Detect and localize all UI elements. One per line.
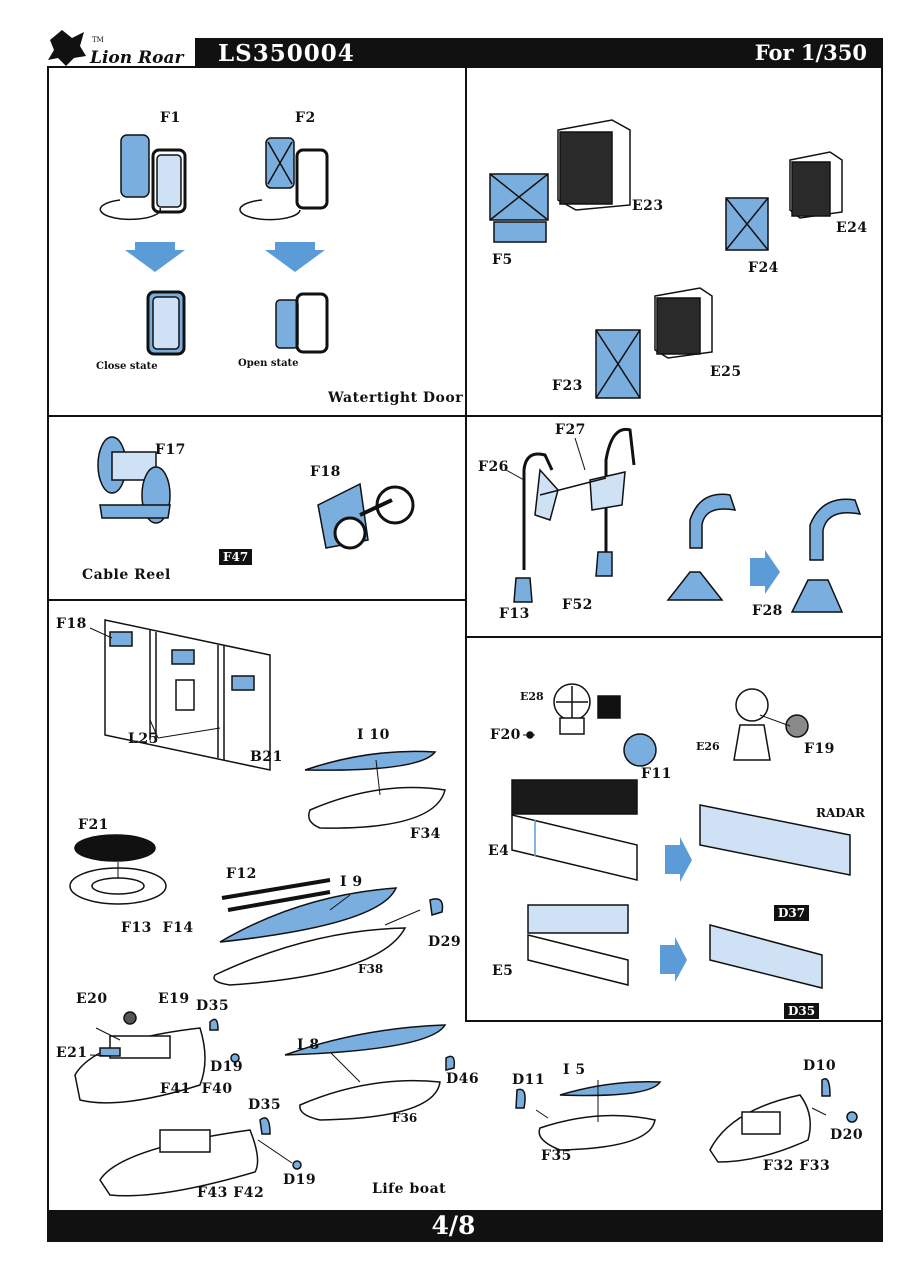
lifeboat-title: Life boat <box>372 1181 447 1197</box>
watertight-door-f1-drawing <box>120 134 187 214</box>
locker-e25-drawing <box>595 287 713 399</box>
searchlight-e26-drawing <box>733 688 771 761</box>
label-f12: F12 <box>226 866 257 882</box>
label-e28: E28 <box>520 690 544 703</box>
brand-name: Lion Roar <box>90 48 184 68</box>
divider-vertical-radar <box>465 636 467 1022</box>
label-f19: F19 <box>804 741 835 757</box>
label-e5: E5 <box>492 963 514 979</box>
divider-horizontal-right-1 <box>465 415 883 417</box>
divider-horizontal-left-1 <box>47 415 467 417</box>
label-f1: F1 <box>160 110 181 126</box>
label-f20: F20 <box>490 727 521 743</box>
label-f36: F36 <box>392 1111 418 1125</box>
label-e19: E19 <box>158 991 190 1007</box>
label-f24: F24 <box>748 260 779 276</box>
lifeboat-i5-drawing <box>538 1081 662 1151</box>
label-f21: F21 <box>78 817 109 833</box>
label-f2: F2 <box>295 110 316 126</box>
label-f52: F52 <box>562 597 593 613</box>
label-d46: D46 <box>446 1071 480 1087</box>
label-f47: F47 <box>219 549 253 565</box>
label-f18-reel: F18 <box>310 464 341 480</box>
motorboat-f43-drawing <box>99 1129 259 1197</box>
label-d11: D11 <box>512 1072 546 1088</box>
watertight-door-title: Watertight Door <box>328 390 464 406</box>
cable-reel-title: Cable Reel <box>82 567 171 583</box>
label-b21: B21 <box>250 749 283 765</box>
trademark-mark: TM <box>92 36 104 44</box>
radar-lamp-e28-drawing <box>553 683 591 735</box>
raft-f21-drawing <box>69 834 167 905</box>
label-open-state: Open state <box>238 358 299 369</box>
label-f38: F38 <box>358 962 384 976</box>
label-f13-f14: F13 F14 <box>121 920 194 936</box>
motorboat-f32-drawing <box>709 1094 811 1163</box>
bulkhead-wall-b21-drawing <box>104 619 271 771</box>
label-d10: D10 <box>803 1058 837 1074</box>
label-f34: F34 <box>410 826 441 842</box>
label-f32-f33: F32 F33 <box>763 1158 831 1174</box>
label-l25: L25 <box>128 731 159 747</box>
lifeboat-i9-drawing <box>213 887 407 986</box>
motorboat-f41-drawing <box>74 1027 206 1104</box>
label-e25: E25 <box>710 364 742 380</box>
label-f35: F35 <box>541 1148 572 1164</box>
label-e4: E4 <box>488 843 510 859</box>
label-i5: I 5 <box>563 1062 586 1078</box>
label-i9: I 9 <box>340 874 363 890</box>
label-e26: E26 <box>696 740 720 753</box>
radar-platform-e4-drawing <box>511 779 638 881</box>
label-d29: D29 <box>428 934 462 950</box>
page-number: 4/8 <box>431 1211 476 1240</box>
label-d19-a: D19 <box>210 1059 244 1075</box>
label-f43-f42: F43 F42 <box>197 1185 265 1201</box>
label-d20: D20 <box>830 1127 864 1143</box>
label-e21: E21 <box>56 1045 88 1061</box>
locker-e23-drawing <box>489 119 631 243</box>
divider-horizontal-radar-bottom <box>465 1020 883 1022</box>
product-code: LS350004 <box>218 40 355 67</box>
cable-reel-f18-drawing <box>317 482 415 550</box>
label-f5: F5 <box>492 252 513 268</box>
label-d19-b: D19 <box>283 1172 317 1188</box>
scale-label: For 1/350 <box>754 40 867 65</box>
label-i10: I 10 <box>357 727 390 743</box>
label-f18-wall: F18 <box>56 616 87 632</box>
locker-e24-drawing <box>725 151 843 251</box>
radar-title: RADAR <box>816 806 865 820</box>
label-d35-boat-b: D35 <box>248 1097 282 1113</box>
label-i8: I 8 <box>297 1037 320 1053</box>
label-e23: E23 <box>632 198 664 214</box>
label-e20: E20 <box>76 991 108 1007</box>
radar-platform-e5-drawing <box>527 904 629 986</box>
lifeboat-i8-drawing <box>284 1024 447 1121</box>
label-f11: F11 <box>641 766 672 782</box>
header-bar <box>195 38 883 68</box>
label-f27: F27 <box>555 422 586 438</box>
lifeboat-i10-drawing <box>304 750 446 829</box>
label-close-state: Close state <box>96 361 158 372</box>
label-f13-davit: F13 <box>499 606 530 622</box>
footer-bar <box>47 1210 883 1242</box>
divider-horizontal-left-2 <box>47 599 467 601</box>
label-f28: F28 <box>752 603 783 619</box>
label-f17: F17 <box>155 442 186 458</box>
label-f41-f40: F41 F40 <box>160 1081 233 1097</box>
watertight-door-f2-drawing <box>265 137 329 210</box>
label-e24: E24 <box>836 220 868 236</box>
cable-reel-f17-drawing <box>97 436 171 524</box>
davit-f28-drawing <box>666 493 862 613</box>
davit-f27-drawing <box>539 427 636 570</box>
divider-vertical-top <box>465 66 467 636</box>
label-d35-radar: D35 <box>784 1003 820 1019</box>
divider-horizontal-right-2 <box>465 636 883 638</box>
oars-f12-drawing <box>221 878 331 912</box>
label-f23: F23 <box>552 378 583 394</box>
label-d37: D37 <box>774 905 810 921</box>
davit-f26-drawing <box>522 452 559 570</box>
label-d35-boat-a: D35 <box>196 998 230 1014</box>
label-f26: F26 <box>478 459 509 475</box>
